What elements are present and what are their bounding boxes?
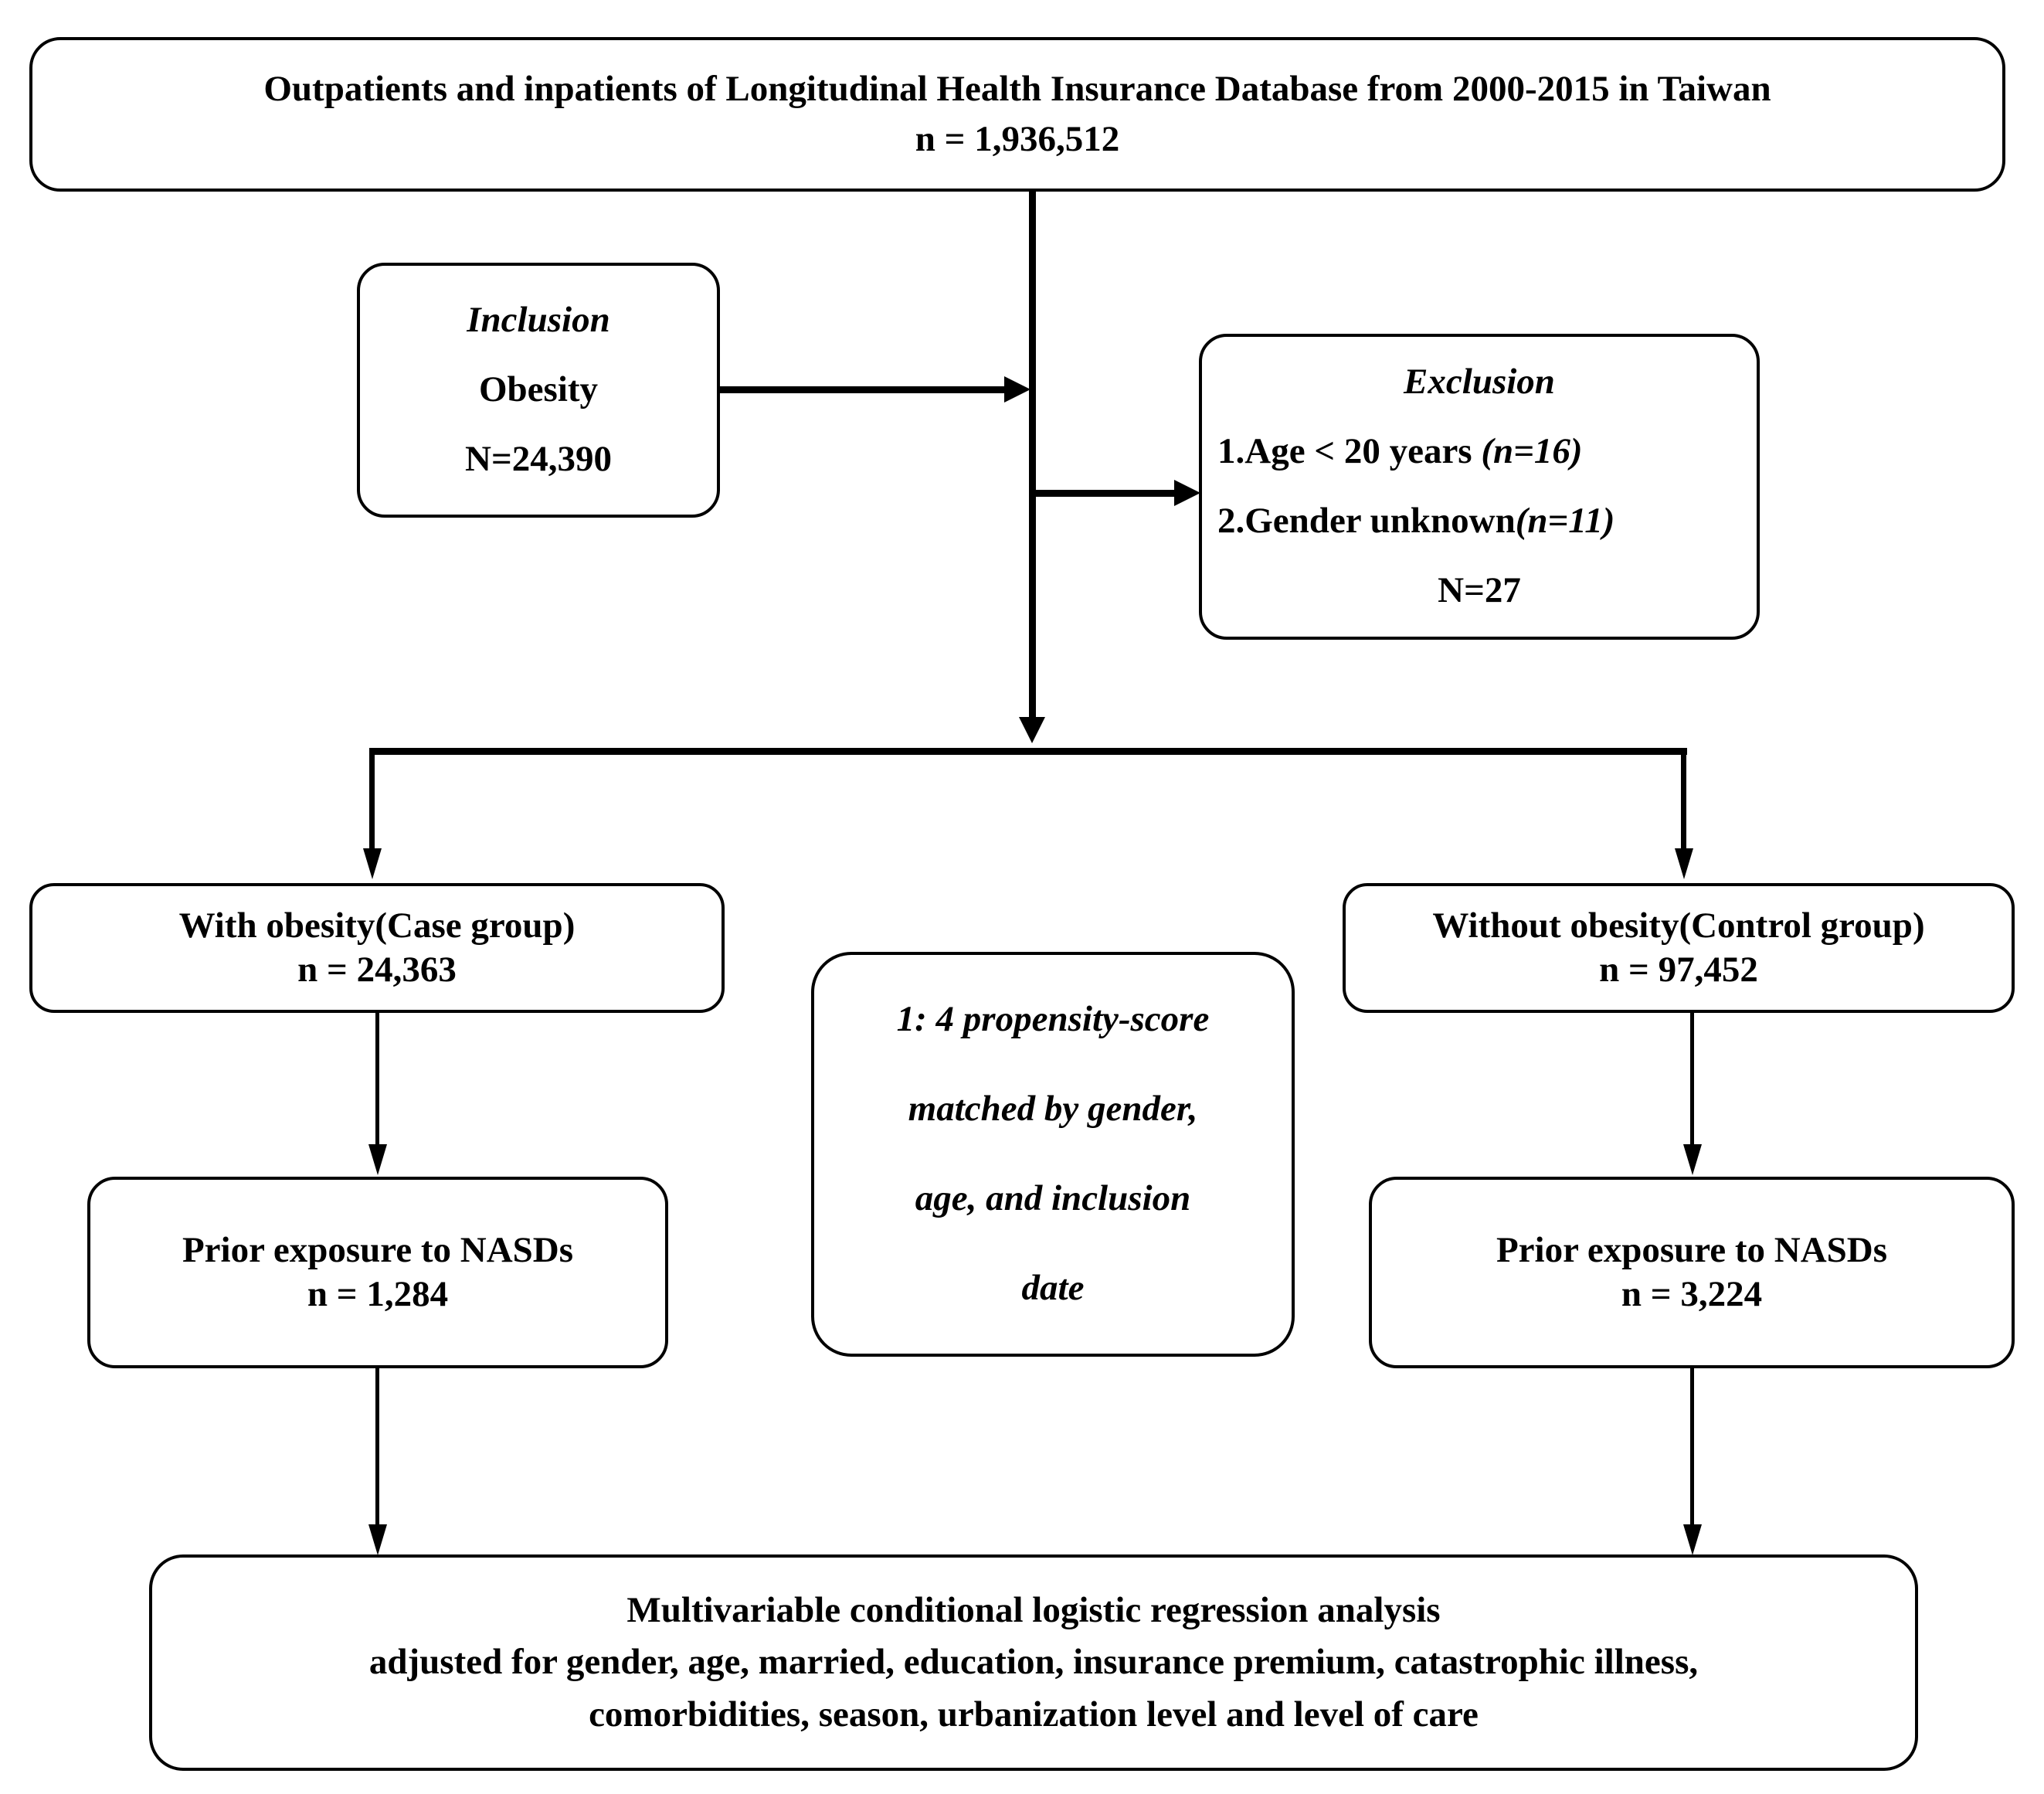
node-statistical-analysis: Multivariable conditional logistic regre… [149, 1554, 1918, 1771]
inclusion-heading: Inclusion [467, 300, 610, 341]
case-group-label: With obesity(Case group) [178, 905, 576, 946]
arrow-control-to-nasd [1683, 1144, 1702, 1175]
exclusion-item-age-count: (n=16) [1481, 431, 1583, 472]
node-exclusion-criteria: Exclusion 1.Age < 20 years (n=16) 2.Gend… [1199, 334, 1760, 640]
arrow-split-to-control-group [1675, 848, 1693, 879]
arrow-nasd-case-to-analysis [368, 1524, 387, 1555]
arrow-split-to-case-group [363, 848, 382, 879]
connector-inclusion-to-spine [720, 386, 1006, 393]
exclusion-item-gender-count: (n=11) [1515, 501, 1615, 542]
nasd-case-count: n = 1,284 [307, 1274, 449, 1314]
control-group-label: Without obesity(Control group) [1432, 905, 1925, 946]
node-nasd-exposure-case: Prior exposure to NASDs n = 1,284 [87, 1177, 668, 1368]
inclusion-count: N=24,390 [465, 439, 612, 480]
exclusion-item-gender-label: 2.Gender unknown [1217, 501, 1516, 542]
connector-split-left-drop [369, 748, 375, 848]
node-case-group: With obesity(Case group) n = 24,363 [29, 883, 725, 1013]
control-group-count: n = 97,452 [1599, 950, 1758, 990]
connector-split-bar [369, 748, 1687, 755]
inclusion-criterion: Obesity [478, 369, 599, 410]
arrow-nasd-control-to-analysis [1683, 1524, 1702, 1555]
exclusion-item-gender: 2.Gender unknown(n=11) [1217, 499, 1741, 543]
matching-line-4: date [1021, 1268, 1085, 1309]
matching-line-2: matched by gender, [908, 1089, 1198, 1130]
nasd-control-count: n = 3,224 [1621, 1274, 1763, 1314]
source-population-count: n = 1,936,512 [915, 119, 1120, 159]
node-source-population: Outpatients and inpatients of Longitudin… [29, 37, 2005, 192]
matching-line-1: 1: 4 propensity-score [896, 999, 1210, 1040]
exclusion-heading: Exclusion [1404, 362, 1555, 403]
exclusion-item-age-label: 1.Age < 20 years [1217, 431, 1482, 472]
analysis-line-2: adjusted for gender, age, married, educa… [368, 1642, 1699, 1683]
matching-line-3: age, and inclusion [915, 1178, 1191, 1219]
exclusion-total: N=27 [1438, 570, 1521, 611]
analysis-line-3: comorbidities, season, urbanization leve… [589, 1694, 1479, 1735]
nasd-case-label: Prior exposure to NASDs [182, 1229, 574, 1270]
arrow-inclusion-to-spine [1004, 376, 1030, 403]
analysis-line-1: Multivariable conditional logistic regre… [626, 1590, 1441, 1630]
source-population-description: Outpatients and inpatients of Longitudin… [263, 68, 1771, 109]
arrow-source-to-split [1019, 717, 1045, 743]
arrow-spine-to-exclusion [1174, 480, 1200, 506]
connector-split-right-drop [1681, 748, 1686, 848]
connector-control-to-nasd [1690, 1013, 1694, 1146]
connector-nasd-case-to-analysis [375, 1368, 379, 1526]
node-matching-method: 1: 4 propensity-score matched by gender,… [811, 952, 1295, 1357]
connector-case-to-nasd [375, 1013, 379, 1146]
exclusion-item-age: 1.Age < 20 years (n=16) [1217, 430, 1741, 474]
node-inclusion-criteria: Inclusion Obesity N=24,390 [357, 263, 720, 518]
node-control-group: Without obesity(Control group) n = 97,45… [1343, 883, 2015, 1013]
connector-source-spine [1029, 192, 1036, 732]
connector-spine-to-exclusion [1035, 490, 1179, 497]
case-group-count: n = 24,363 [297, 950, 457, 990]
node-nasd-exposure-control: Prior exposure to NASDs n = 3,224 [1369, 1177, 2015, 1368]
nasd-control-label: Prior exposure to NASDs [1496, 1229, 1888, 1270]
connector-nasd-control-to-analysis [1690, 1368, 1694, 1526]
arrow-case-to-nasd [368, 1144, 387, 1175]
